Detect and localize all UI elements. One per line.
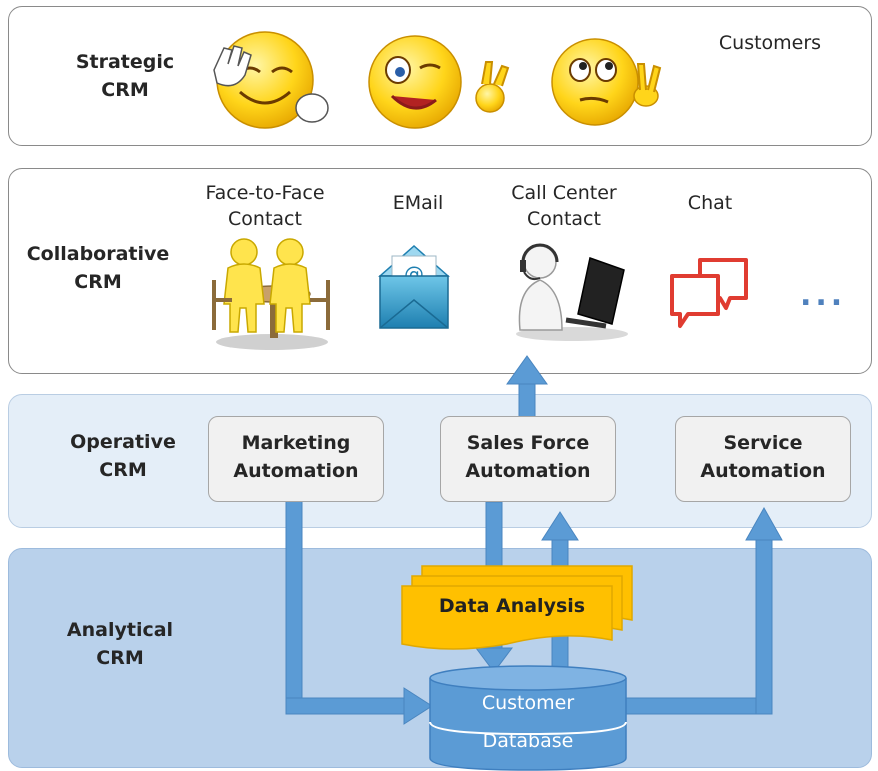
data-analysis-label: Data Analysis <box>438 595 586 617</box>
meeting-figures-icon <box>212 238 330 350</box>
customer-database-label-line1: Customer <box>481 692 575 714</box>
data-analysis-stack <box>401 565 633 650</box>
email-label: EMail <box>392 192 444 214</box>
chat-label: Chat <box>687 192 733 214</box>
more-channels-ellipsis: ... <box>800 278 847 313</box>
chat-bubbles-icon <box>670 258 748 328</box>
customers-label: Customers <box>718 32 822 54</box>
email-envelope-icon: @ <box>378 244 450 329</box>
waving-smiley-icon <box>213 31 329 129</box>
call-center-agent-icon <box>516 243 628 341</box>
victory-smiley-icon <box>551 38 662 126</box>
winking-ok-smiley-icon <box>368 35 510 129</box>
customer-database-cylinder <box>429 665 627 771</box>
customer-database-label-line2: Database <box>482 730 574 752</box>
